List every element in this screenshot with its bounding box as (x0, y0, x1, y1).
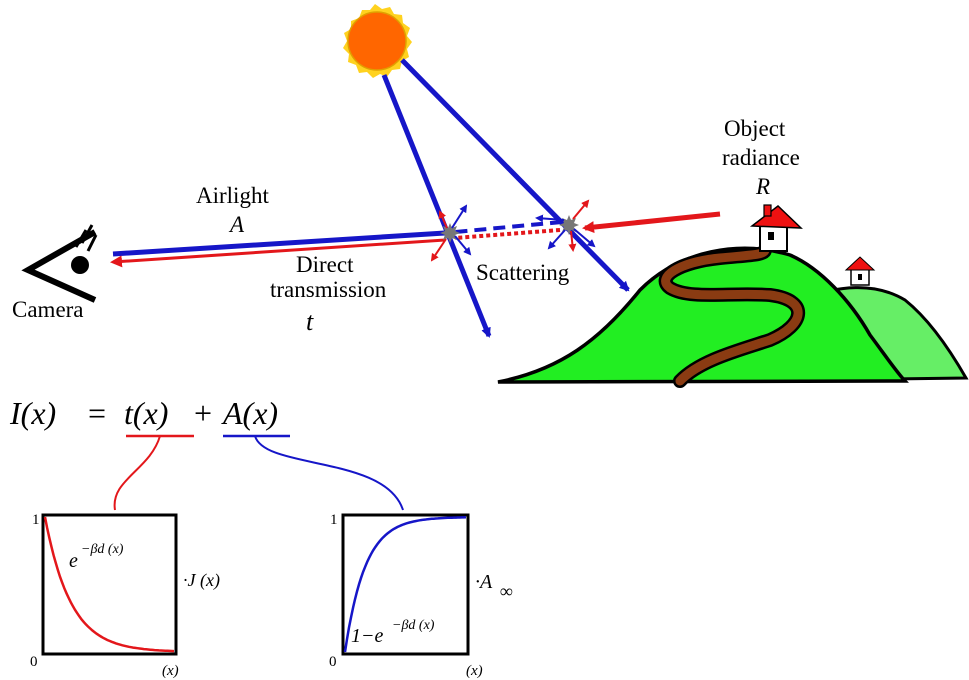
a-curve-label-prefix: 1−e (351, 625, 383, 647)
sun-ray-2 (400, 58, 630, 292)
a-plot-y-bottom: 0 (329, 654, 337, 670)
direct-label: Direct (296, 252, 354, 277)
eye-icon (21, 224, 98, 303)
airlight-symbol: A (228, 212, 245, 237)
equation: I(x) = t(x) + A(x) (9, 395, 278, 431)
transmission-symbol: t (306, 307, 314, 336)
sun-ray-1 (381, 74, 492, 338)
transmission-curve (43, 516, 175, 653)
t-curve-label-exp: −βd (x) (81, 542, 124, 557)
camera-label: Camera (12, 297, 84, 322)
t-curve-label-base: e (69, 550, 78, 572)
a-curve-label-exp: −βd (x) (392, 618, 435, 633)
object-label: Object (724, 116, 786, 141)
equation-plus: + (194, 395, 212, 431)
a-plot-x-label: (x) (466, 663, 483, 679)
equation-term-a: A(x) (221, 395, 278, 431)
t-multiplier: ·J (x) (183, 570, 220, 591)
scattering-particle-1 (430, 204, 472, 262)
a-connector (254, 435, 404, 511)
radiance-symbol: R (755, 174, 770, 199)
house-icon (749, 204, 803, 252)
t-plot-x-label: (x) (162, 663, 179, 679)
small-house-icon (844, 256, 876, 286)
transmission-label: transmission (270, 277, 387, 302)
scattering-particle-2 (535, 199, 596, 252)
equation-equals: = (88, 395, 106, 431)
a-multiplier: ·A (475, 571, 493, 593)
equation-term-t: t(x) (124, 395, 168, 431)
a-plot-y-top: 1 (330, 512, 338, 528)
t-connector (113, 435, 161, 511)
t-plot-y-bottom: 0 (30, 654, 38, 670)
equation-lhs: I(x) (9, 395, 56, 431)
object-radiance-beam (582, 211, 721, 234)
a-multiplier-sub: ∞ (500, 581, 513, 601)
airlight-label: Airlight (196, 183, 269, 208)
transmission-beam (110, 238, 446, 268)
airlight-beam (112, 230, 446, 257)
t-plot-y-top: 1 (32, 512, 40, 528)
sun-icon (343, 4, 412, 78)
airlight-plot: 1 0 (x) 1−e −βd (x) ·A ∞ (329, 512, 513, 679)
transmission-dotted (454, 228, 561, 240)
transmission-plot: 1 0 (x) e −βd (x) ·J (x) (30, 512, 220, 679)
airlight-curve (343, 516, 467, 653)
radiance-label: radiance (722, 145, 800, 170)
scattering-label: Scattering (476, 260, 570, 285)
